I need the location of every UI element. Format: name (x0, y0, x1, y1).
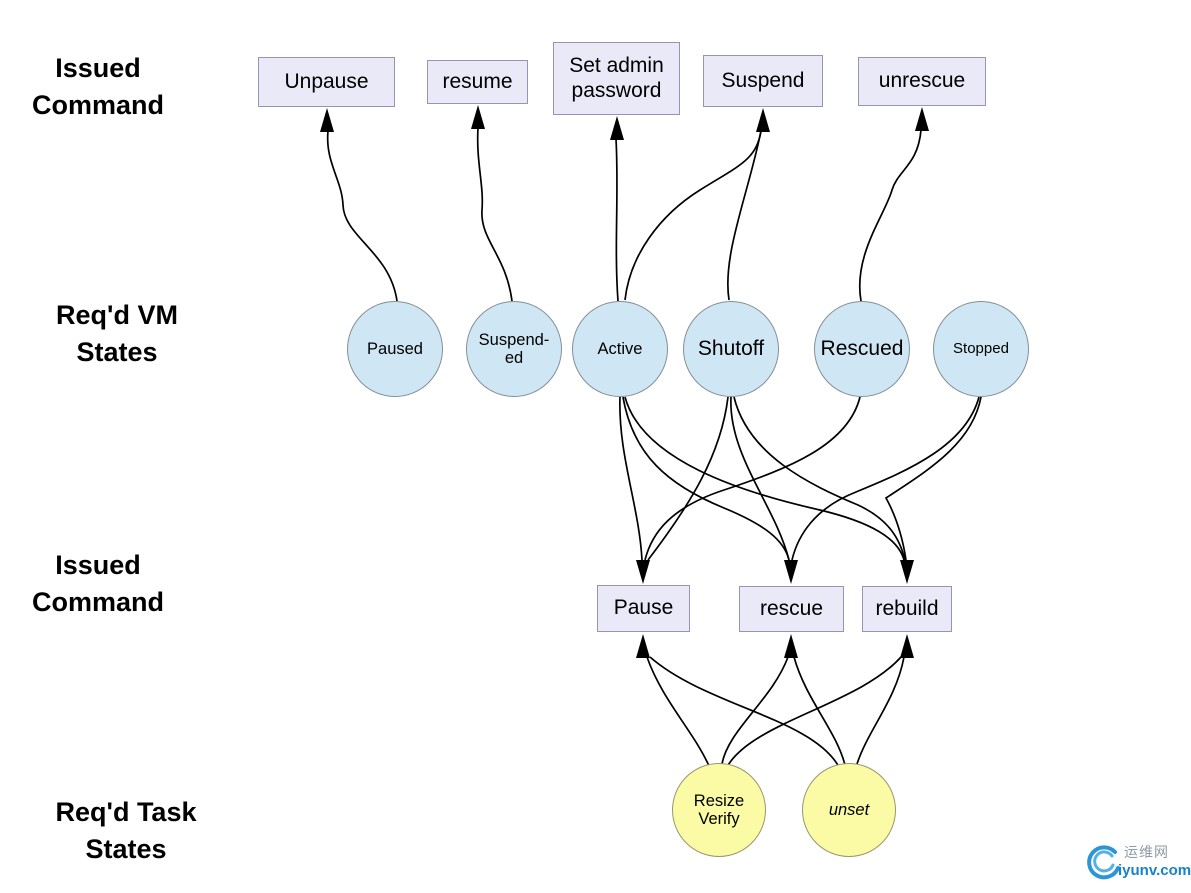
vm-state-rescued: Rescued (814, 301, 910, 397)
edge-stopped-rescue (791, 396, 980, 561)
edge-suspended-resume (476, 127, 513, 302)
edge-shutoff-pause (647, 396, 729, 561)
edge-shutoff-rebuild (733, 396, 906, 561)
command-box-pause: Pause (597, 585, 690, 632)
row-label-reqd-task-states: Req'd Task States (55, 797, 197, 865)
arrowhead-rebuild-bottom (900, 634, 914, 658)
arrowhead-unpause (320, 108, 334, 132)
arrowhead-suspend (756, 108, 770, 132)
task-state-resize-verify: Resize Verify (672, 763, 766, 857)
vm-state-paused: Paused (347, 301, 443, 397)
arrowhead-pause-bottom (636, 634, 650, 658)
vm-state-shutoff: Shutoff (683, 301, 779, 397)
row-label-issued-command-bottom: Issued Command (31, 550, 164, 618)
edge-resize-verify-rebuild (726, 656, 902, 768)
edge-resize-verify-pause (646, 656, 710, 767)
row-label-reqd-vm-states: Req'd VM States (56, 300, 178, 368)
watermark-site-domain: iyunv.com (1118, 862, 1191, 879)
task-state-unset: unset (802, 763, 896, 857)
command-box-set-admin-password: Set admin password (553, 42, 680, 115)
iyunv-logo-icon (1087, 845, 1120, 880)
arrowhead-rescue-bottom (784, 634, 798, 658)
edge-active-rescue (622, 396, 790, 561)
vm-state-stopped: Stopped (933, 301, 1029, 397)
command-box-resume: resume (427, 60, 528, 104)
watermark-site-name: 运维网 (1124, 844, 1169, 860)
command-box-unpause: Unpause (258, 57, 395, 107)
edge-active-set-admin-password (615, 138, 619, 302)
arrowhead-unrescue (915, 107, 929, 131)
edge-rescued-pause (644, 396, 861, 561)
edge-unset-rescue (793, 656, 846, 766)
edge-unset-pause (649, 656, 840, 768)
row-label-issued-command-top: Issued Command (31, 53, 164, 121)
arrowhead-set-admin-password (610, 116, 624, 140)
edge-resize-verify-rescue (721, 656, 789, 765)
edge-active-pause (619, 396, 643, 561)
edge-active-suspend (624, 130, 762, 301)
edge-shutoff-suspend (727, 130, 762, 301)
edge-rescued-unrescue (858, 129, 922, 302)
vm-state-active: Active (572, 301, 668, 397)
edge-paused-unpause (326, 130, 398, 302)
edge-unset-rebuild (856, 656, 905, 765)
command-box-rebuild: rebuild (862, 586, 952, 632)
arrowhead-resume (471, 105, 485, 129)
vm-state-suspended: Suspend- ed (466, 301, 562, 397)
edge-stopped-rebuild (884, 396, 982, 561)
arrowhead-rebuild-top (900, 560, 914, 584)
command-box-suspend: Suspend (703, 55, 823, 107)
command-box-rescue: rescue (739, 586, 844, 632)
edge-active-rebuild (624, 396, 905, 561)
watermark: 运维网 iyunv.com (1082, 838, 1191, 890)
arrowhead-pause-top (636, 560, 650, 584)
command-box-unrescue: unrescue (858, 57, 986, 106)
arrowhead-rescue-top (784, 560, 798, 584)
edge-shutoff-rescue (730, 396, 790, 561)
